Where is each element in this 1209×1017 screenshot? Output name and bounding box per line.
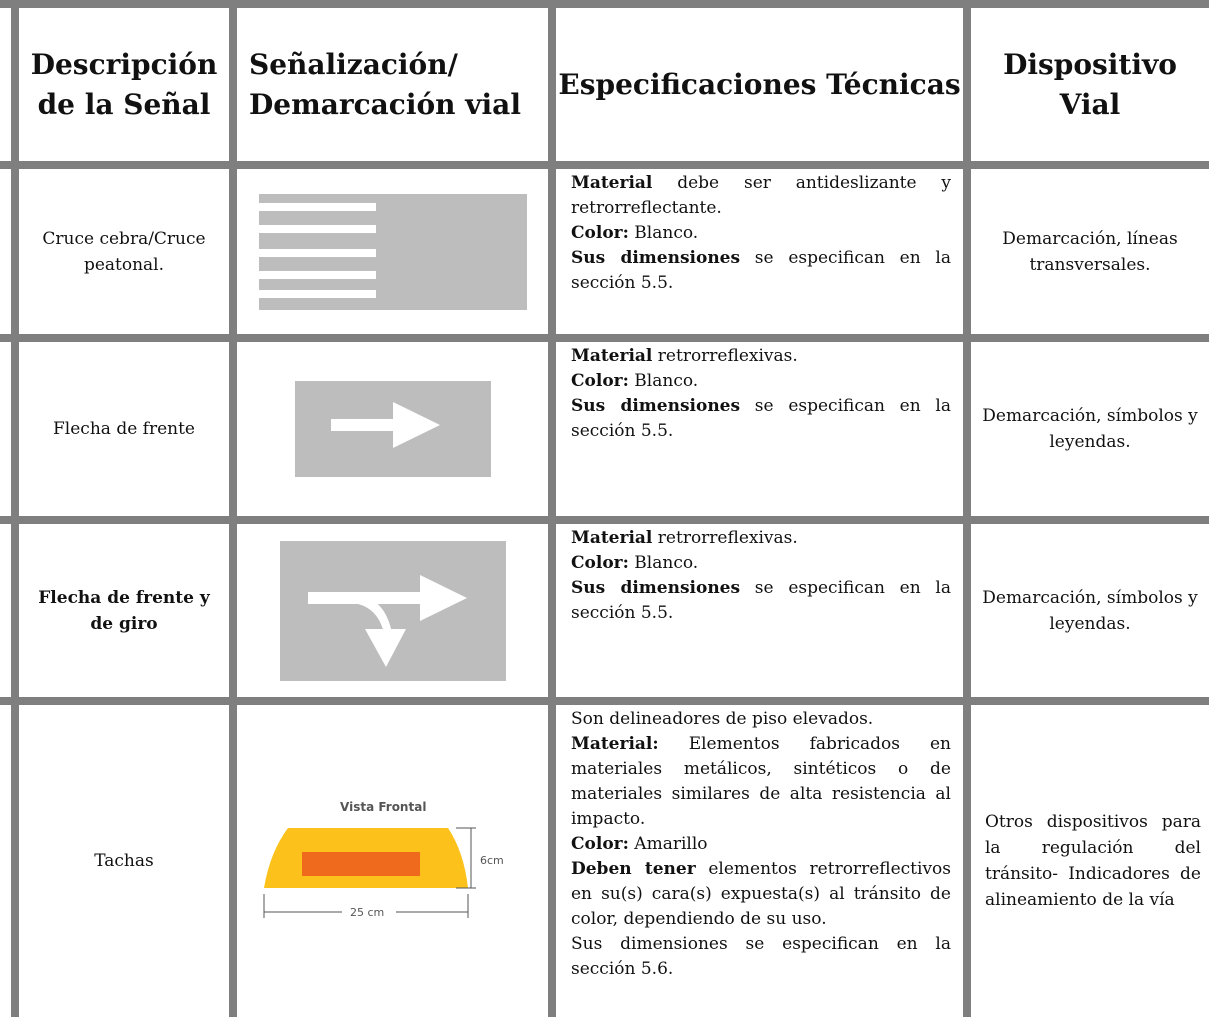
row-device: Demarcación, símbolos y leyendas.	[982, 587, 1198, 634]
column-border	[11, 0, 19, 1017]
spec-dimensions: Sus dimensiones se especifican en la sec…	[571, 934, 951, 979]
spec-reflectors: Deben tener elementos retrorreflectivos …	[571, 859, 952, 929]
spec-material: Material retrorreflexivas.	[571, 346, 798, 366]
spec-dimensions: Sus dimensiones se especifican en la sec…	[571, 578, 951, 623]
row-specs: Material retrorreflexivas. Color: Blanco…	[556, 342, 963, 516]
spec-material: Material retrorreflexivas.	[571, 528, 798, 548]
row-device: Demarcación, símbolos y leyendas.	[982, 406, 1198, 452]
row-separator	[0, 516, 1209, 524]
row-description: Flecha de frente y de giro	[38, 587, 210, 634]
header-separator	[0, 161, 1209, 169]
spec-color: Color: Blanco.	[571, 553, 699, 573]
row-device: Demarcación, líneas transversales.	[1002, 228, 1178, 275]
row-specs: Material retrorreflexivas. Color: Blanco…	[556, 524, 963, 697]
road-stud-diagram-icon: Vista Frontal 6cm 25 cm	[263, 800, 504, 919]
spec-material: Material debe ser antideslizante y retro…	[571, 173, 951, 218]
column-border	[548, 0, 556, 1017]
column-border	[963, 0, 971, 1017]
row-specs: Son delineadores de piso elevados. Mater…	[556, 705, 963, 1017]
figure-title: Vista Frontal	[340, 800, 426, 814]
column-border	[229, 0, 237, 1017]
row-description: Cruce cebra/Cruce peatonal.	[42, 228, 206, 275]
straight-arrow-icon	[294, 381, 491, 477]
row-graphic	[237, 342, 548, 516]
row-separator	[0, 697, 1209, 705]
header-signage: Señalización/ Demarcación vial	[249, 47, 521, 121]
row-graphic	[237, 169, 548, 334]
spec-dimensions: Sus dimensiones se especifican en la sec…	[571, 396, 951, 441]
row-separator	[0, 334, 1209, 342]
spec-dimensions: Sus dimensiones se especifican en la sec…	[571, 248, 951, 293]
straight-and-turn-arrow-icon	[279, 540, 506, 681]
spec-color: Color: Blanco.	[571, 371, 699, 391]
row-device: Otros dispositivos para la regulación de…	[985, 812, 1201, 910]
figure-height-label: 6cm	[480, 854, 504, 867]
zebra-crossing-icon	[258, 193, 527, 310]
row-description: Flecha de frente	[53, 419, 195, 439]
spec-material: Material: Elementos fabricados en materi…	[571, 734, 951, 829]
row-graphic: Vista Frontal 6cm 25 cm	[237, 705, 548, 1017]
top-border	[0, 0, 1209, 8]
spec-intro: Son delineadores de piso elevados.	[571, 709, 874, 729]
spec-color: Color: Blanco.	[571, 223, 699, 243]
spec-color: Color: Amarillo	[571, 834, 708, 854]
row-graphic	[237, 524, 548, 697]
header-description: Descripción de la Señal	[30, 47, 218, 121]
header-device: Dispositivo Vial	[1003, 47, 1177, 121]
row-description: Tachas	[94, 851, 154, 871]
figure-width-label: 25 cm	[350, 906, 384, 919]
row-specs: Material debe ser antideslizante y retro…	[556, 169, 963, 334]
header-specs: Especificaciones Técnicas	[558, 67, 961, 101]
